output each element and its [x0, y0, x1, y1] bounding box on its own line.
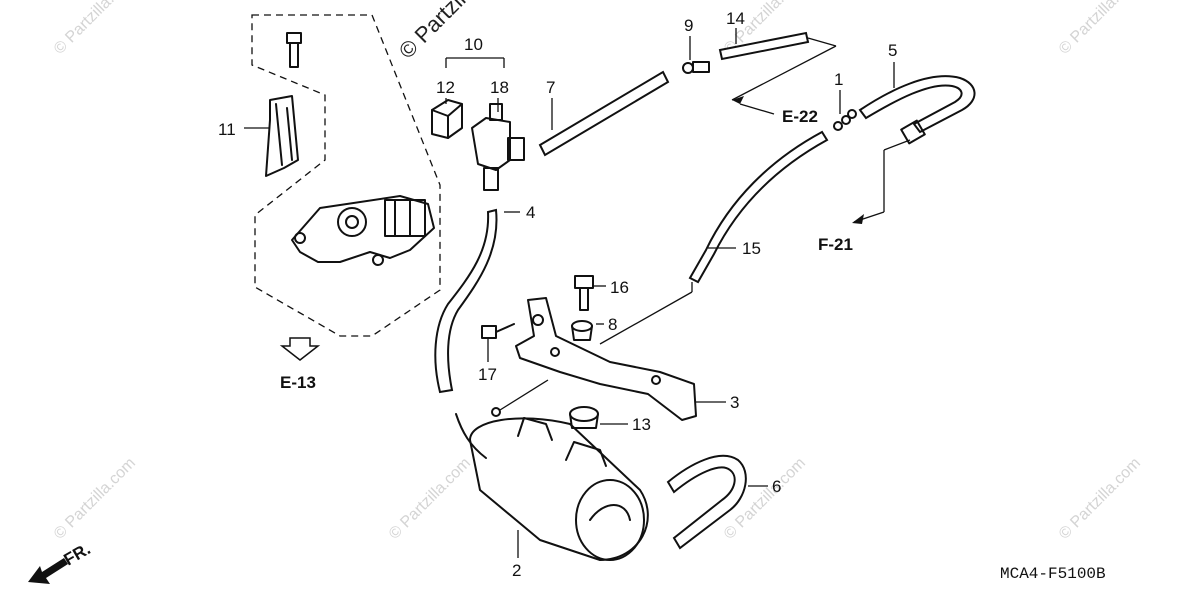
collar-8: [571, 320, 593, 341]
watermark: © Partzilla.com: [1056, 0, 1144, 58]
watermark: © Partzilla.com: [51, 0, 139, 58]
bracket-3-hole: [550, 347, 560, 357]
diagram-code: MCA4-F5100B: [1000, 565, 1106, 583]
callout-15: 15: [742, 239, 761, 258]
ref-f21: F-21: [818, 235, 853, 254]
sensor-assembly: [291, 195, 435, 266]
callout-12: 12: [436, 78, 455, 97]
watermark-top: © Partzilla: [394, 0, 483, 64]
hose-5-end: [900, 119, 926, 145]
watermark: © Partzilla.com: [386, 455, 474, 543]
part-12-connector: [431, 99, 463, 139]
hose-7: [538, 70, 670, 157]
watermark: © Partzilla.com: [1056, 455, 1144, 543]
bracket-3-hole: [532, 314, 544, 326]
fitting-1: [833, 109, 857, 131]
watermark: © Partzilla.com: [51, 455, 139, 543]
ref-e22: E-22: [782, 107, 818, 126]
bolt-17: [481, 323, 515, 339]
bolt-group: [286, 32, 302, 68]
front-arrow-icon: [28, 558, 68, 584]
callout-8: 8: [608, 315, 617, 334]
hose-4: [434, 208, 498, 394]
e13-arrow: [279, 337, 321, 361]
callout-13: 13: [632, 415, 651, 434]
callout-18: 18: [490, 78, 509, 97]
callout-16: 16: [610, 278, 629, 297]
callout-5: 5: [888, 41, 897, 60]
grommet-13: [569, 406, 599, 429]
bolt-16: [574, 275, 594, 311]
callout-14: 14: [726, 9, 745, 28]
ref-e13: E-13: [280, 373, 316, 392]
callout-9: 9: [684, 16, 693, 35]
front-arrow: FR.: [28, 539, 94, 584]
canister-2: [455, 407, 649, 561]
callout-10: 10: [464, 35, 483, 54]
callout-4: 4: [526, 203, 535, 222]
callout-1: 1: [834, 70, 843, 89]
callout-11: 11: [218, 120, 236, 139]
hose-5: [858, 75, 976, 134]
bracket-11: [265, 95, 299, 177]
hose-15: [688, 130, 829, 284]
bracket-3-hole: [651, 375, 661, 385]
callout-2: 2: [512, 561, 521, 580]
part-18-solenoid: [471, 103, 525, 191]
watermarks: © Partzilla © Partzilla.com © Partzilla.…: [51, 0, 1144, 543]
fitting-9: [682, 61, 710, 74]
bracket-3: [515, 297, 697, 421]
hose-14: [718, 31, 810, 61]
callout-3: 3: [730, 393, 739, 412]
callout-labels: 11 10 12 18 7 9 14 1 5 4 15 16 8 17 3 13…: [218, 9, 897, 580]
hose-6: [666, 454, 747, 550]
leader-lines: [244, 28, 911, 558]
callout-17: 17: [478, 365, 497, 384]
callout-7: 7: [546, 78, 555, 97]
callout-6: 6: [772, 477, 781, 496]
